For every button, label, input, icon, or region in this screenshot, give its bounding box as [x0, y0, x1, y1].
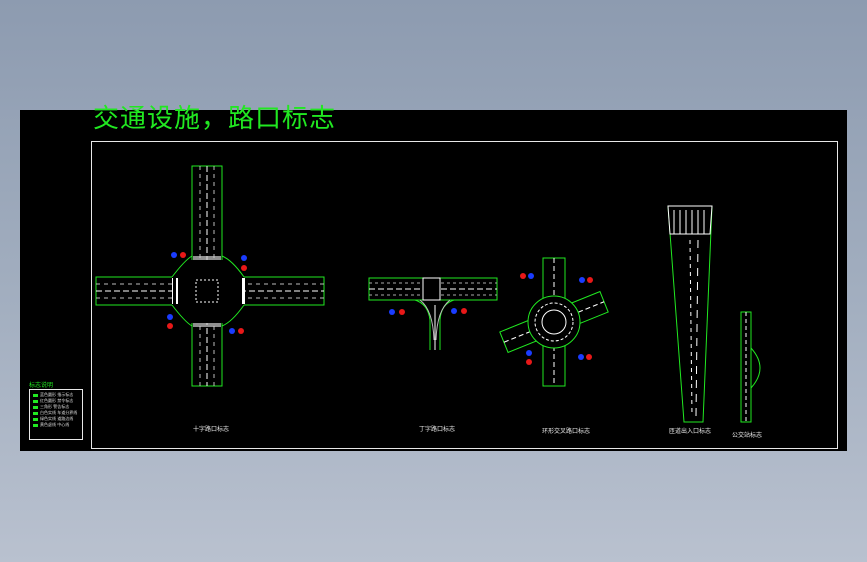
caption-bus-stop: 公交站标志 — [731, 432, 763, 439]
drawing-canvas[interactable]: 交通设施，路口标志 — [20, 104, 847, 451]
drawing-svg — [95, 165, 761, 423]
legend-box: 蓝色圆形 指示标志 红色圆形 禁令标志 三角形 警告标志 白色实线 车道分界线 … — [29, 389, 83, 440]
legend-item: 绿色实线 道路边线 — [33, 416, 79, 422]
legend-item: 红色圆形 禁令标志 — [33, 398, 79, 404]
roundabout — [499, 257, 609, 387]
caption-t: 丁字路口标志 — [418, 426, 456, 433]
legend-item: 三角形 警告标志 — [33, 404, 79, 410]
cross-intersection — [95, 165, 325, 387]
caption-roundabout: 环形交叉路口标志 — [541, 428, 591, 435]
bus-stop — [740, 311, 761, 423]
t-intersection — [368, 277, 498, 350]
legend-item: 白色实线 车道分界线 — [33, 410, 79, 416]
drawing-frame — [91, 141, 838, 449]
caption-cross: 十字路口标志 — [192, 426, 230, 433]
legend-item: 蓝色圆形 指示标志 — [33, 392, 79, 398]
drawing-title: 交通设施，路口标志 — [93, 104, 337, 134]
legend-item: 黄色虚线 中心线 — [33, 422, 79, 428]
legend-title: 标志说明 — [29, 382, 54, 389]
ramp — [667, 205, 713, 423]
caption-ramp: 匝道出入口标志 — [668, 428, 712, 435]
